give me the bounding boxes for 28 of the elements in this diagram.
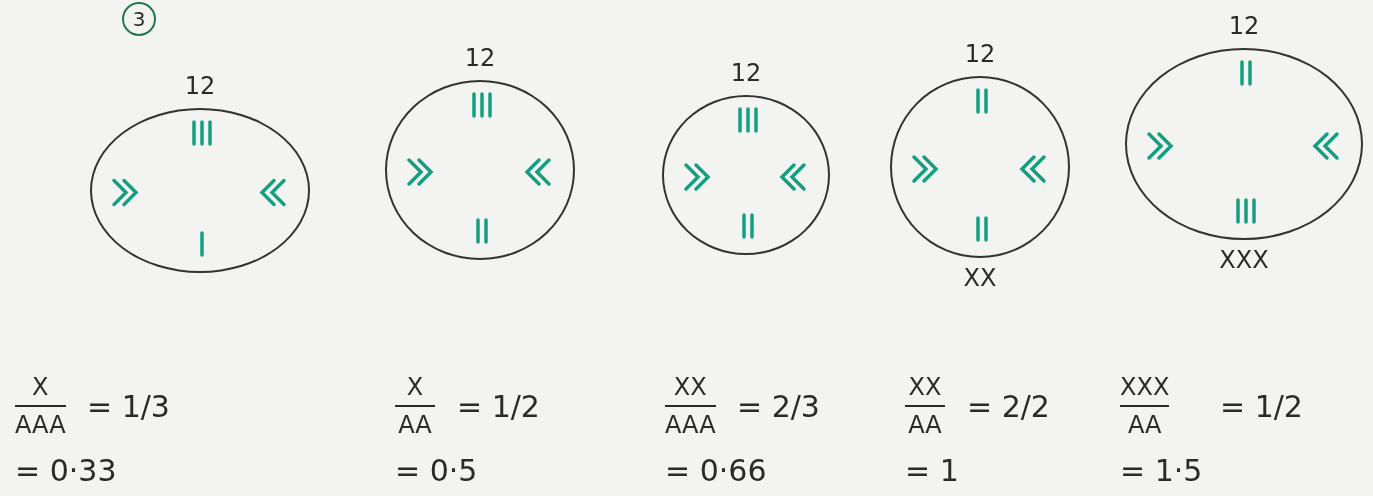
ratio-value: = 2/3 — [737, 392, 820, 422]
ratio-value: = 1/2 — [457, 392, 540, 422]
ratio-value: = 2/2 — [967, 392, 1050, 422]
ratio-value: = 1/3 — [87, 392, 170, 422]
decimal-value: = 1 — [905, 456, 959, 486]
denominator: AAA — [15, 413, 66, 437]
numerator: XXX — [1120, 375, 1170, 399]
decimal-value: = 0·66 — [665, 456, 767, 486]
chromosome-count: 12 — [730, 61, 762, 85]
numerator: X — [32, 375, 49, 399]
numerator: XX — [908, 375, 942, 399]
denominator: AA — [398, 413, 432, 437]
decimal-value: = 1·5 — [1120, 456, 1203, 486]
numerator: XX — [673, 375, 707, 399]
chromosome-count: 12 — [464, 46, 496, 70]
decimal-value: = 0·5 — [395, 456, 478, 486]
decimal-value: = 0·33 — [15, 456, 117, 486]
denominator: AAA — [665, 413, 716, 437]
chromosome-count: 12 — [964, 42, 996, 66]
denominator: AA — [1127, 413, 1162, 437]
chromosome-count: 12 — [184, 74, 216, 98]
chromosome-count: 12 — [1228, 14, 1260, 38]
x-chromosome-label: XX — [963, 266, 997, 290]
denominator: AA — [908, 413, 942, 437]
step-number: 3 — [122, 2, 156, 36]
x-chromosome-label: XXX — [1219, 248, 1269, 272]
ratio-value: = 1/2 — [1220, 392, 1303, 422]
numerator: X — [406, 375, 424, 399]
